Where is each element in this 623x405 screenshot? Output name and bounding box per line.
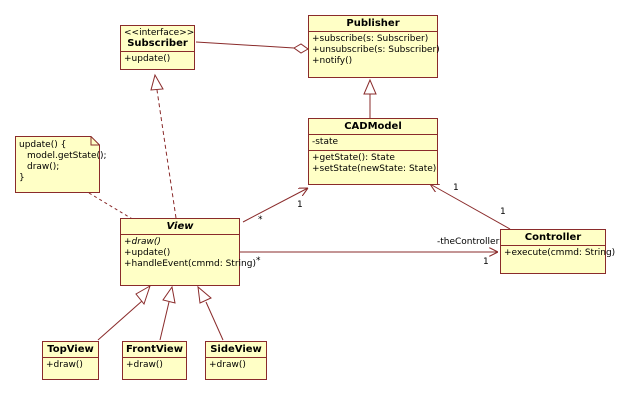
role-label: -theController bbox=[437, 237, 500, 247]
aggregation-line bbox=[195, 41, 295, 49]
publisher-operations: +subscribe(s: Subscriber) +unsubscribe(s… bbox=[309, 31, 440, 69]
note-line: update() { bbox=[19, 140, 67, 150]
generalization-topview-line bbox=[97, 300, 143, 341]
multiplicity-controller-cadmodel-one: 1 bbox=[453, 183, 459, 193]
cadmodel-header: CADModel bbox=[309, 119, 437, 134]
generalization-sideview-line bbox=[205, 301, 224, 341]
generalization-frontview-line bbox=[159, 301, 170, 341]
subscriber-stereotype: <<interface>> bbox=[124, 28, 195, 38]
publisher-name: Publisher bbox=[346, 18, 400, 29]
sideview-operation: +draw() bbox=[209, 360, 246, 370]
subscriber-name: Subscriber bbox=[127, 38, 188, 49]
note-shape bbox=[15, 136, 100, 193]
multiplicity-controller-cadmodel-one: 1 bbox=[500, 207, 506, 217]
sideview-name: SideView bbox=[210, 344, 262, 355]
subscriber-header: <<interface>> Subscriber bbox=[121, 26, 194, 51]
view-cadmodel-line bbox=[242, 188, 308, 223]
note-anchor-line bbox=[88, 192, 135, 221]
cadmodel-attributes: -state bbox=[309, 134, 437, 150]
publisher-operation: +unsubscribe(s: Subscriber) bbox=[312, 45, 440, 55]
view-class[interactable]: View +draw() +update() +handleEvent(cmmd… bbox=[120, 218, 256, 286]
topview-name: TopView bbox=[47, 344, 94, 355]
view-operation: +draw() bbox=[124, 237, 161, 247]
generalization-frontview-triangle bbox=[162, 285, 176, 304]
publisher-operation: +notify() bbox=[312, 56, 353, 66]
sideview-header: SideView bbox=[206, 342, 266, 357]
frontview-header: FrontView bbox=[123, 342, 186, 357]
generalization-sideview-triangle bbox=[197, 285, 212, 304]
frontview-class[interactable]: FrontView +draw() bbox=[122, 341, 187, 380]
note-text: update() { model.getState(); draw(); } bbox=[19, 140, 107, 184]
controller-operation: +execute(cmmd: String) bbox=[504, 248, 616, 258]
generalization-topview-triangle bbox=[135, 284, 151, 306]
multiplicity-view-controller-one: 1 bbox=[483, 257, 489, 267]
frontview-name: FrontView bbox=[126, 344, 183, 355]
view-header: View bbox=[121, 219, 239, 234]
topview-class[interactable]: TopView +draw() bbox=[42, 341, 99, 380]
subscriber-operations: +update() bbox=[121, 51, 194, 67]
multiplicity-view-controller-many: * bbox=[256, 256, 261, 266]
controller-operations: +execute(cmmd: String) bbox=[501, 245, 616, 261]
publisher-operation: +subscribe(s: Subscriber) bbox=[312, 34, 429, 44]
frontview-operations: +draw() bbox=[123, 357, 186, 373]
note[interactable]: update() { model.getState(); draw(); } bbox=[15, 136, 107, 193]
note-line: draw(); bbox=[27, 162, 60, 172]
cadmodel-name: CADModel bbox=[344, 121, 402, 132]
topview-operations: +draw() bbox=[43, 357, 98, 373]
frontview-operation: +draw() bbox=[126, 360, 163, 370]
publisher-header: Publisher bbox=[309, 16, 437, 31]
sideview-operations: +draw() bbox=[206, 357, 266, 373]
note-line: } bbox=[19, 173, 25, 183]
topview-header: TopView bbox=[43, 342, 98, 357]
sideview-class[interactable]: SideView +draw() bbox=[205, 341, 267, 380]
realization-line bbox=[156, 89, 177, 219]
multiplicity-view-cadmodel-one: 1 bbox=[297, 200, 303, 210]
realization-triangle bbox=[150, 73, 164, 91]
aggregation-diamond bbox=[293, 43, 309, 54]
controller-class[interactable]: Controller +execute(cmmd: String) bbox=[500, 229, 616, 274]
publisher-class[interactable]: Publisher +subscribe(s: Subscriber) +uns… bbox=[308, 15, 440, 78]
generalization-cadmodel-triangle bbox=[363, 78, 377, 95]
multiplicity-view-cadmodel-many: * bbox=[258, 215, 263, 225]
subscriber-operation: +update() bbox=[124, 54, 171, 64]
topview-operation: +draw() bbox=[46, 360, 83, 370]
controller-header: Controller bbox=[501, 230, 605, 245]
cadmodel-operations: +getState(): State +setState(newState: S… bbox=[309, 150, 437, 177]
cadmodel-operation: +setState(newState: State) bbox=[312, 164, 437, 174]
note-line: model.getState(); bbox=[27, 151, 107, 161]
subscriber-class[interactable]: <<interface>> Subscriber +update() bbox=[120, 25, 195, 70]
cadmodel-class[interactable]: CADModel -state +getState(): State +setS… bbox=[308, 118, 438, 185]
controller-cadmodel-line bbox=[430, 184, 511, 230]
cadmodel-attribute: -state bbox=[312, 137, 339, 147]
view-operations: +draw() +update() +handleEvent(cmmd: Str… bbox=[121, 234, 256, 272]
view-operation: +handleEvent(cmmd: String) bbox=[124, 259, 256, 269]
view-operation: +update() bbox=[124, 248, 171, 258]
cadmodel-operation: +getState(): State bbox=[312, 153, 395, 163]
view-name: View bbox=[166, 221, 194, 232]
controller-name: Controller bbox=[524, 232, 582, 243]
